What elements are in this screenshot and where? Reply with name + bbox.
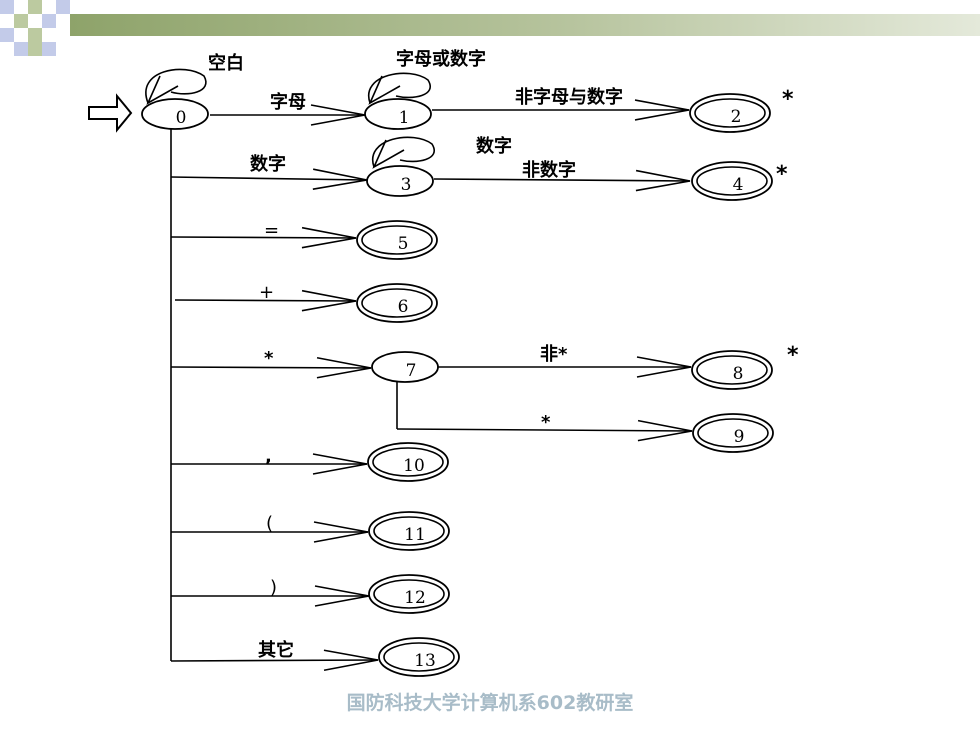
corner-square <box>28 0 42 14</box>
state-3: 3 <box>366 165 434 197</box>
edge-7-9-arrowhead <box>637 419 693 442</box>
state-8: 8 <box>691 350 773 390</box>
corner-square <box>28 28 42 42</box>
corner-square <box>42 14 56 28</box>
label-letter-or-digit: 字母或数字 <box>396 48 486 70</box>
corner-square <box>56 0 70 14</box>
edge-0-7 <box>170 366 372 369</box>
footer-credit: 国防科技大学计算机系602教研室 <box>346 692 634 714</box>
label-equals: = <box>264 220 279 241</box>
corner-square <box>0 0 14 14</box>
self-loop-3-arrowhead <box>372 139 405 169</box>
edge-7-8-arrowhead <box>636 356 692 378</box>
label-comma: , <box>265 446 272 467</box>
state-label: 1 <box>399 108 410 128</box>
label-non-digit: 非数字 <box>522 159 576 181</box>
label-other: 其它 <box>258 639 294 661</box>
label-digit: 数字 <box>250 153 286 175</box>
transitions <box>170 99 693 672</box>
state-2: 2 <box>689 93 771 133</box>
state-7: 7 <box>371 351 439 383</box>
state-label: 4 <box>733 175 744 195</box>
label-rparen: ) <box>270 577 277 598</box>
label-non-star: 非* <box>540 343 568 365</box>
edge-0-11-arrowhead <box>313 521 369 543</box>
retract-mark-8: * <box>787 343 799 368</box>
state-6: 6 <box>356 283 438 323</box>
state-11: 11 <box>368 511 450 551</box>
label-letter: 字母 <box>270 91 306 113</box>
edge-1-2-arrowhead <box>634 99 690 121</box>
edge-3-4 <box>433 178 691 182</box>
edge-0-13 <box>170 659 379 662</box>
corner-square <box>28 42 42 56</box>
label-plus: + <box>259 282 274 303</box>
label-star-2: * <box>541 412 551 433</box>
state-label: 5 <box>398 234 409 254</box>
self-loop-0 <box>145 68 207 104</box>
self-loop-0-arrowhead <box>146 75 179 105</box>
label-star: * <box>264 348 274 369</box>
edge-0-10-arrowhead <box>312 453 368 475</box>
corner-square <box>0 28 14 42</box>
state-1: 1 <box>364 98 432 130</box>
edge-0-5-arrowhead <box>301 226 357 249</box>
state-label: 2 <box>731 107 742 127</box>
state-0: 0 <box>141 98 209 130</box>
label-digit-loop: 数字 <box>476 135 512 157</box>
corner-square <box>14 14 28 28</box>
state-label: 0 <box>176 108 187 128</box>
edge-3-4-arrowhead <box>635 169 691 192</box>
edge-7-9 <box>396 428 693 432</box>
retract-mark-4: * <box>776 162 788 187</box>
state-10: 10 <box>367 442 449 482</box>
edge-0-6-arrowhead <box>301 289 357 312</box>
edge-0-13-arrowhead <box>323 649 379 672</box>
edge-0-6 <box>174 299 357 302</box>
self-loop-3 <box>371 136 435 168</box>
state-13: 13 <box>378 637 460 677</box>
corner-square <box>42 42 56 56</box>
self-loop-1 <box>367 72 431 104</box>
state-9: 9 <box>692 413 774 453</box>
label-non-alnum: 非字母与数字 <box>515 86 623 108</box>
header-bar <box>70 14 980 36</box>
state-label: 7 <box>406 361 417 381</box>
edge-0-7-arrowhead <box>316 356 372 379</box>
state-label: 11 <box>404 525 426 545</box>
start-arrow <box>88 93 133 133</box>
state-12: 12 <box>368 574 450 614</box>
state-4: 4 <box>691 161 773 201</box>
label-blank: 空白 <box>208 52 244 74</box>
state-5: 5 <box>356 220 438 260</box>
state-label: 10 <box>403 456 425 476</box>
state-label: 13 <box>414 651 436 671</box>
state-label: 6 <box>398 297 409 317</box>
corner-square <box>14 42 28 56</box>
self-loop-1-arrowhead <box>368 75 401 105</box>
edge-0-3 <box>170 176 368 181</box>
state-label: 3 <box>401 175 412 195</box>
edge-0-5 <box>170 236 357 239</box>
state-label: 8 <box>733 364 744 384</box>
label-lparen: ( <box>266 513 273 534</box>
state-label: 12 <box>404 588 426 608</box>
retract-mark-2: * <box>782 87 794 112</box>
state-label: 9 <box>734 427 745 447</box>
